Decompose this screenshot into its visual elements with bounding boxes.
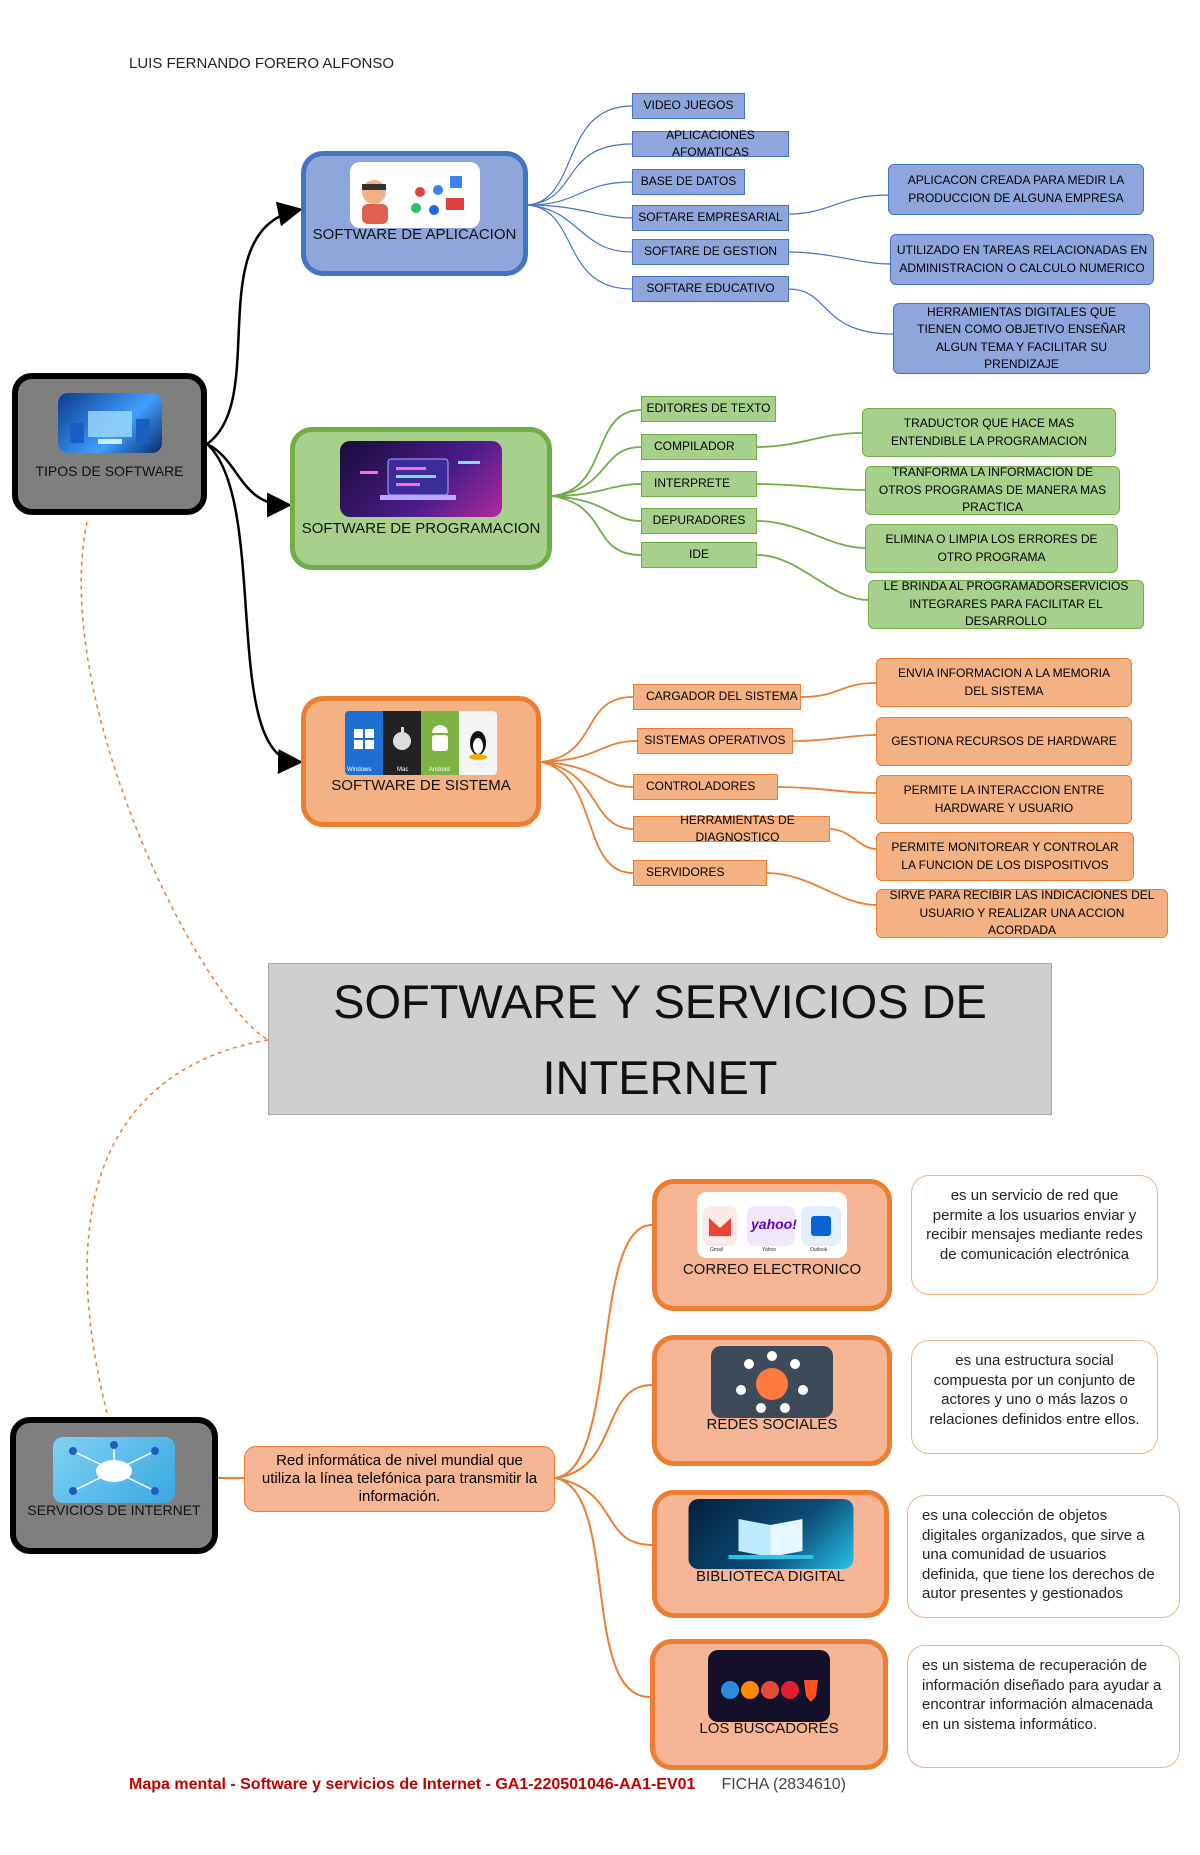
android-icon: Android	[421, 711, 459, 775]
yahoo-caption: Yahoo	[762, 1247, 777, 1253]
sistema-branches	[540, 682, 877, 906]
node-software-aplicacion[interactable]: SOFTWARE DE APLICACION	[301, 151, 528, 276]
os-thumbnail: Windows Mac Android	[345, 711, 497, 775]
servicio-label-correo: CORREO ELECTRONICO	[682, 1261, 862, 1278]
aplicacion-item-empresarial[interactable]: SOFTARE EMPRESARIAL	[632, 205, 789, 231]
servicios-branches	[218, 1224, 653, 1698]
programacion-item-depuradores[interactable]: DEPURADORES	[641, 508, 757, 534]
programacion-item-compilador[interactable]: COMPILADOR	[641, 434, 757, 460]
page-title: SOFTWARE Y SERVICIOS DE INTERNET	[268, 963, 1052, 1115]
aplicacion-branches	[527, 105, 894, 335]
servicio-label-buscadores: LOS BUSCADORES	[699, 1720, 839, 1737]
programacion-branches	[551, 409, 869, 601]
mail-logos-thumbnail: yahoo! Gmail Yahoo Outlook	[697, 1192, 847, 1258]
aplicacion-item-educativo[interactable]: SOFTARE EDUCATIVO	[632, 276, 789, 302]
social-network-thumbnail	[711, 1346, 833, 1418]
sistema-note-servidores: SIRVE PARA RECIBIR LAS INDICACIONES DEL …	[876, 888, 1168, 938]
root2-label: SERVICIOS DE INTERNET	[27, 1502, 201, 1518]
os-label-android: Android	[429, 767, 450, 773]
node-software-programacion[interactable]: SOFTWARE DE PROGRAMACION	[290, 427, 552, 570]
aplicacion-note-educativo: HERRAMIENTAS DIGITALES QUE TIENEN COMO O…	[893, 303, 1150, 374]
dashed-links	[80, 521, 269, 1418]
servicio-label-biblioteca: BIBLIOTECA DIGITAL	[696, 1568, 845, 1585]
software-thumbnail	[57, 393, 162, 453]
node-correo-electronico[interactable]: yahoo! Gmail Yahoo Outlook CORREO ELECTR…	[652, 1179, 892, 1311]
aplicacion-note-gestion: UTILIZADO EN TAREAS RELACIONADAS EN ADMI…	[890, 234, 1154, 285]
aplicacion-item-video-juegos[interactable]: VIDEO JUEGOS	[632, 93, 745, 119]
aplicacion-item-base-datos[interactable]: BASE DE DATOS	[632, 169, 745, 195]
aplicacion-label: SOFTWARE DE APLICACION	[312, 226, 517, 243]
sistema-note-operativos: GESTIONA RECURSOS DE HARDWARE	[876, 717, 1132, 766]
programacion-note-ide: LE BRINDA AL PROGRAMADORSERVICIOS INTEGR…	[868, 579, 1144, 629]
aplicacion-item-gestion[interactable]: SOFTARE DE GESTION	[632, 239, 789, 265]
root-tipos-software[interactable]: TIPOS DE SOFTWARE	[12, 373, 207, 515]
title-line-1: SOFTWARE Y SERVICIOS DE	[333, 975, 987, 1028]
programming-thumbnail	[340, 441, 502, 517]
internet-description: Red informática de nivel mundial que uti…	[244, 1446, 555, 1512]
outlook-caption: Outlook	[810, 1247, 828, 1253]
digital-library-thumbnail	[688, 1499, 853, 1569]
servicio-desc-biblioteca: es una colección de objetos digitales or…	[907, 1495, 1180, 1618]
title-line-2: INTERNET	[542, 1051, 778, 1104]
servicio-desc-correo: es un servicio de red que permite a los …	[911, 1175, 1158, 1295]
servicio-desc-redes: es una estructura social compuesta por u…	[911, 1340, 1158, 1454]
node-los-buscadores[interactable]: LOS BUSCADORES	[650, 1639, 888, 1770]
windows-icon: Windows	[345, 711, 383, 775]
programacion-item-interprete[interactable]: INTERPRETE	[641, 471, 757, 497]
gmail-caption: Gmail	[710, 1247, 724, 1253]
root-arrows	[206, 201, 303, 774]
programacion-label: SOFTWARE DE PROGRAMACION	[301, 520, 541, 537]
linux-icon	[459, 711, 497, 775]
os-label-windows: Windows	[347, 767, 372, 773]
footer: Mapa mental - Software y servicios de In…	[129, 1776, 846, 1794]
node-redes-sociales[interactable]: REDES SOCIALES	[652, 1335, 892, 1466]
aplicacion-item-aplicaciones[interactable]: APLICACIONES AFOMATICAS	[632, 128, 789, 159]
sistema-item-servidores[interactable]: SERVIDORES	[633, 860, 767, 886]
browsers-thumbnail	[708, 1650, 830, 1722]
programacion-note-interprete: TRANFORMA LA INFORMACION DE OTROS PROGRA…	[865, 465, 1120, 515]
sistema-note-controladores: PERMITE LA INTERACCION ENTRE HARDWARE Y …	[876, 775, 1132, 824]
author-name: LUIS FERNANDO FORERO ALFONSO	[129, 55, 395, 72]
aplicacion-note-empresarial: APLICACON CREADA PARA MEDIR LA PRODUCCIO…	[888, 164, 1144, 215]
programacion-item-editores[interactable]: EDITORES DE TEXTO	[641, 396, 776, 422]
sistema-item-operativos[interactable]: SISTEMAS OPERATIVOS	[637, 728, 793, 754]
sistema-item-cargador[interactable]: CARGADOR DEL SISTEMA	[633, 684, 801, 710]
sistema-note-diagnostico: PERMITE MONITOREAR Y CONTROLAR LA FUNCIO…	[876, 832, 1134, 881]
apple-icon: Mac	[383, 711, 421, 775]
sistema-item-diagnostico[interactable]: HERRAMIENTAS DE DIAGNOSTICO	[633, 813, 830, 844]
cloud-network-thumbnail	[53, 1437, 175, 1503]
footer-ficha: FICHA (2834610)	[721, 1776, 846, 1793]
programacion-item-ide[interactable]: IDE	[641, 542, 757, 568]
programacion-note-depuradores: ELIMINA O LIMPIA LOS ERRORES DE OTRO PRO…	[865, 524, 1118, 573]
programacion-note-compilador: TRADUCTOR QUE HACE MAS ENTENDIBLE LA PRO…	[862, 408, 1116, 457]
os-label-mac: Mac	[397, 767, 409, 773]
sistema-item-controladores[interactable]: CONTROLADORES	[633, 774, 778, 800]
footer-title: Mapa mental - Software y servicios de In…	[129, 1776, 696, 1793]
sistema-note-cargador: ENVIA INFORMACION A LA MEMORIA DEL SISTE…	[876, 658, 1132, 707]
node-software-sistema[interactable]: Windows Mac Android SOFTWARE DE SISTEMA	[301, 696, 541, 827]
root-servicios-internet[interactable]: SERVICIOS DE INTERNET	[10, 1417, 218, 1554]
node-biblioteca-digital[interactable]: BIBLIOTECA DIGITAL	[652, 1490, 889, 1618]
yahoo-logo-text: yahoo!	[751, 1216, 797, 1232]
sistema-label: SOFTWARE DE SISTEMA	[331, 777, 511, 794]
servicio-label-redes: REDES SOCIALES	[706, 1416, 838, 1433]
servicio-desc-buscadores: es un sistema de recuperación de informa…	[907, 1645, 1180, 1768]
apps-thumbnail	[349, 162, 480, 228]
root1-label: TIPOS DE SOFTWARE	[35, 463, 184, 479]
